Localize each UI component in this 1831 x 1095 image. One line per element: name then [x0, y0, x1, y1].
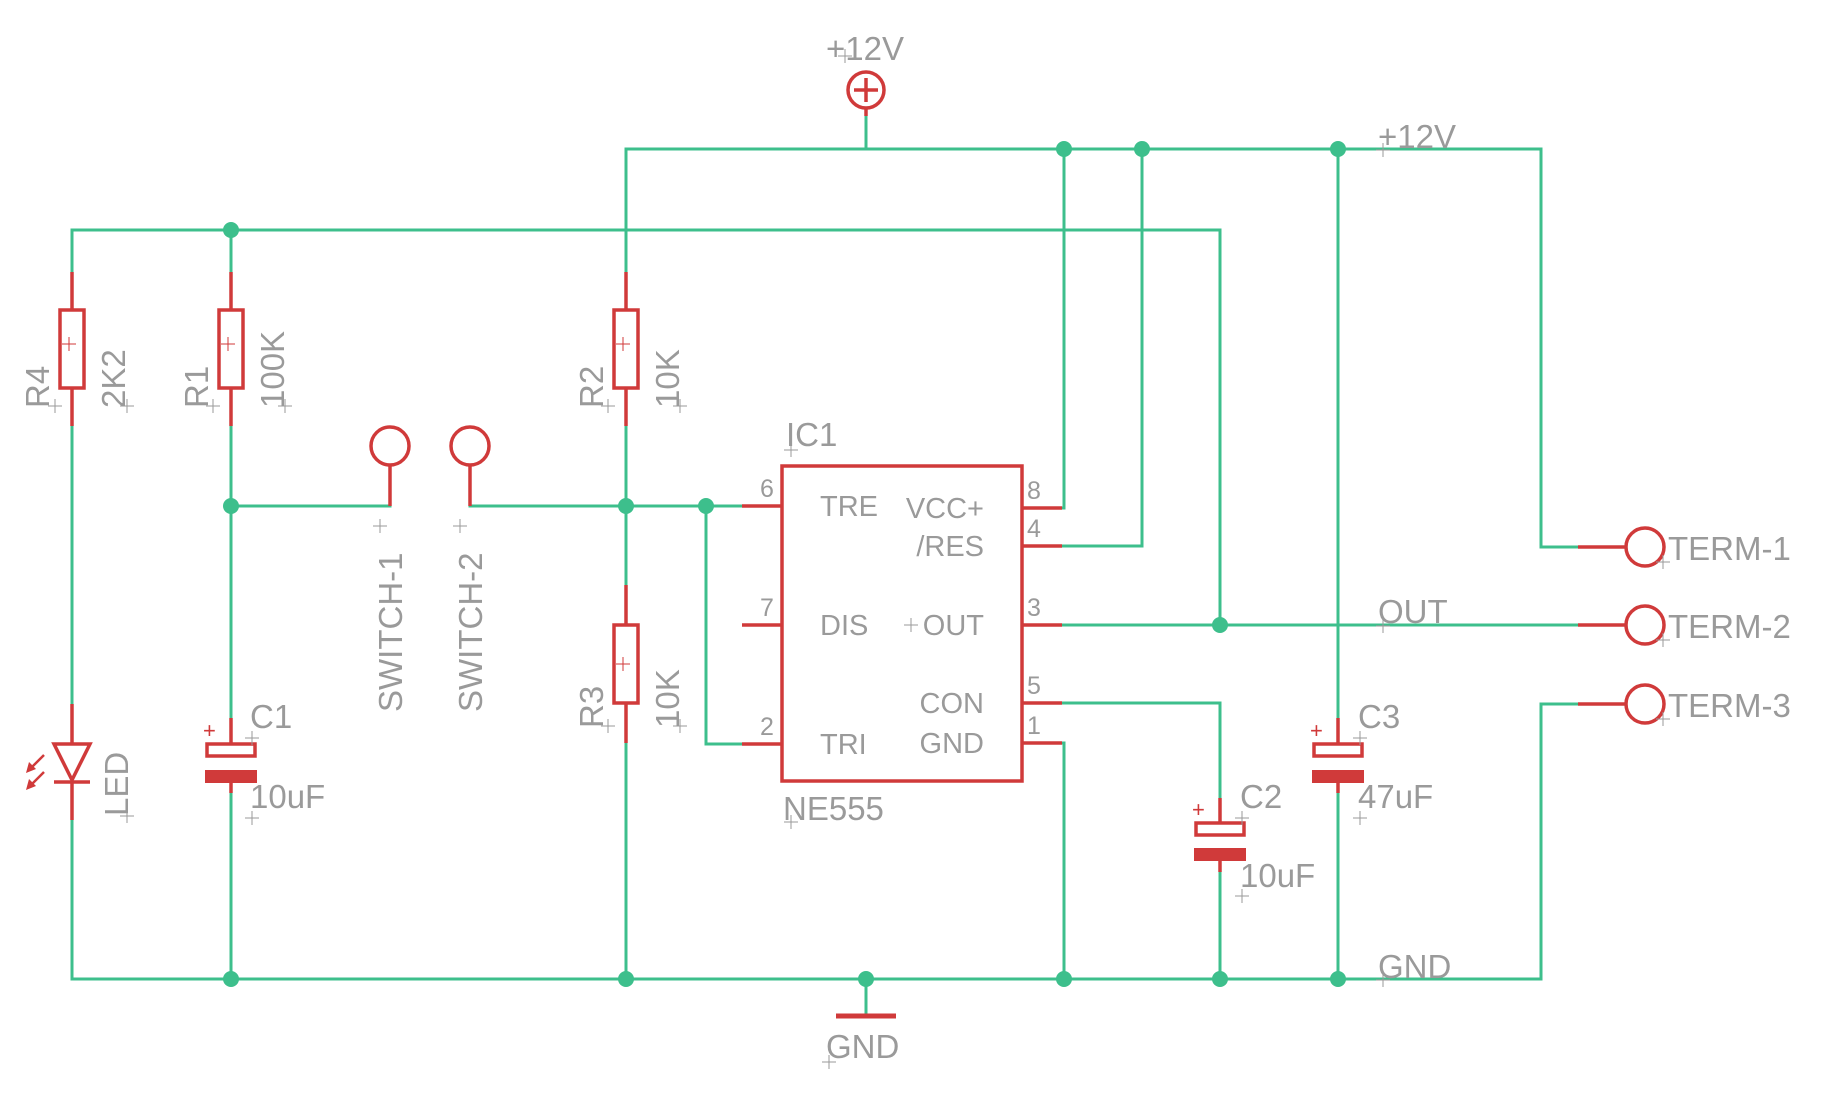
r2-name: R2	[573, 366, 610, 408]
pin-label-tre: TRE	[820, 491, 878, 523]
junction-dot	[1056, 971, 1072, 987]
ic-part: NE555	[783, 790, 884, 827]
net-label-out: OUT	[1378, 593, 1448, 630]
terminal-3-label: TERM-3	[1668, 687, 1791, 724]
led-name: LED	[98, 752, 135, 816]
led: LED	[26, 704, 135, 820]
c3-value: 47uF	[1358, 778, 1433, 815]
pin-label-res: /RES	[916, 531, 984, 563]
c2-polarity: +	[1192, 797, 1205, 822]
c2-name: C2	[1240, 778, 1282, 815]
pin-num-2: 2	[760, 713, 774, 741]
resistor-r1: R1 100K	[178, 272, 291, 426]
terminal-3: TERM-3	[1578, 683, 1791, 725]
supply-symbol: +12V +12V	[826, 30, 1456, 155]
resistor-r3: R3 10K	[573, 585, 686, 743]
pin-label-gnd: GND	[920, 728, 984, 760]
pin-num-8: 8	[1027, 477, 1041, 505]
r3-name: R3	[573, 686, 610, 728]
r3-value: 10K	[649, 669, 686, 728]
junction-dot	[698, 498, 714, 514]
switch-1: SWITCH-1	[369, 425, 411, 713]
pin-num-5: 5	[1027, 672, 1041, 700]
pin-label-dis: DIS	[820, 610, 868, 642]
wires	[70, 112, 1580, 1014]
r4-name: R4	[19, 366, 56, 408]
c2-value: 10uF	[1240, 857, 1315, 894]
supply-rail-label: +12V	[1378, 118, 1456, 155]
pin-num-3: 3	[1027, 594, 1041, 622]
ic-ne555: IC1 NE555 6 7 2 TRE DIS TRI 8 4 3 5 1 VC…	[742, 416, 1062, 827]
junction-dot	[223, 971, 239, 987]
capacitor-c2: + C2 10uF	[1192, 778, 1315, 894]
junction-dot	[1330, 141, 1346, 157]
r1-value: 100K	[254, 331, 291, 408]
junction-dot	[1330, 971, 1346, 987]
switch-2: SWITCH-2	[449, 425, 491, 713]
plus-circle-icon	[846, 70, 886, 110]
switch-2-label: SWITCH-2	[452, 553, 489, 713]
origin-marks	[48, 49, 1670, 1069]
terminal-1: TERM-1	[1578, 526, 1791, 568]
junction-dot	[618, 971, 634, 987]
ground-rail-label: GND	[1378, 948, 1451, 985]
junction-dot	[1056, 141, 1072, 157]
pin-num-7: 7	[760, 594, 774, 622]
terminal-1-label: TERM-1	[1668, 530, 1791, 567]
c1-value: 10uF	[250, 778, 325, 815]
switch-1-label: SWITCH-1	[372, 553, 409, 713]
r1-name: R1	[178, 366, 215, 408]
ic-body	[780, 464, 1024, 783]
capacitor-c1: + C1 10uF	[203, 698, 325, 815]
ground-symbol: GND GND	[826, 948, 1451, 1065]
capacitor-c3: + C3 47uF	[1310, 698, 1433, 815]
junction-dot	[1212, 971, 1228, 987]
junctions	[223, 141, 1346, 987]
c1-name: C1	[250, 698, 292, 735]
c3-name: C3	[1358, 698, 1400, 735]
terminal-2-label: TERM-2	[1668, 608, 1791, 645]
junction-dot	[1134, 141, 1150, 157]
terminal-2: TERM-2	[1578, 604, 1791, 646]
junction-dot	[223, 498, 239, 514]
junction-dot	[618, 498, 634, 514]
ic-name: IC1	[786, 416, 837, 453]
led-light-arrows	[26, 754, 45, 790]
pin-label-con: CON	[920, 688, 984, 720]
junction-dot	[223, 222, 239, 238]
pin-num-4: 4	[1027, 515, 1041, 543]
resistor-r4: R4 2K2	[19, 272, 132, 426]
junction-dot	[858, 971, 874, 987]
pin-label-vcc: VCC+	[906, 493, 984, 525]
resistor-r2: R2 10K	[573, 272, 686, 426]
ground-label: GND	[826, 1028, 899, 1065]
c1-polarity: +	[203, 718, 216, 743]
pin-label-tri: TRI	[820, 729, 867, 761]
pin-label-out: OUT	[923, 610, 985, 642]
c3-polarity: +	[1310, 718, 1323, 743]
pin-num-6: 6	[760, 475, 774, 503]
supply-label: +12V	[826, 30, 904, 67]
pin-num-1: 1	[1027, 712, 1041, 740]
r2-value: 10K	[649, 349, 686, 408]
r4-value: 2K2	[95, 349, 132, 408]
junction-dot	[1212, 617, 1228, 633]
led-icon	[51, 742, 93, 784]
